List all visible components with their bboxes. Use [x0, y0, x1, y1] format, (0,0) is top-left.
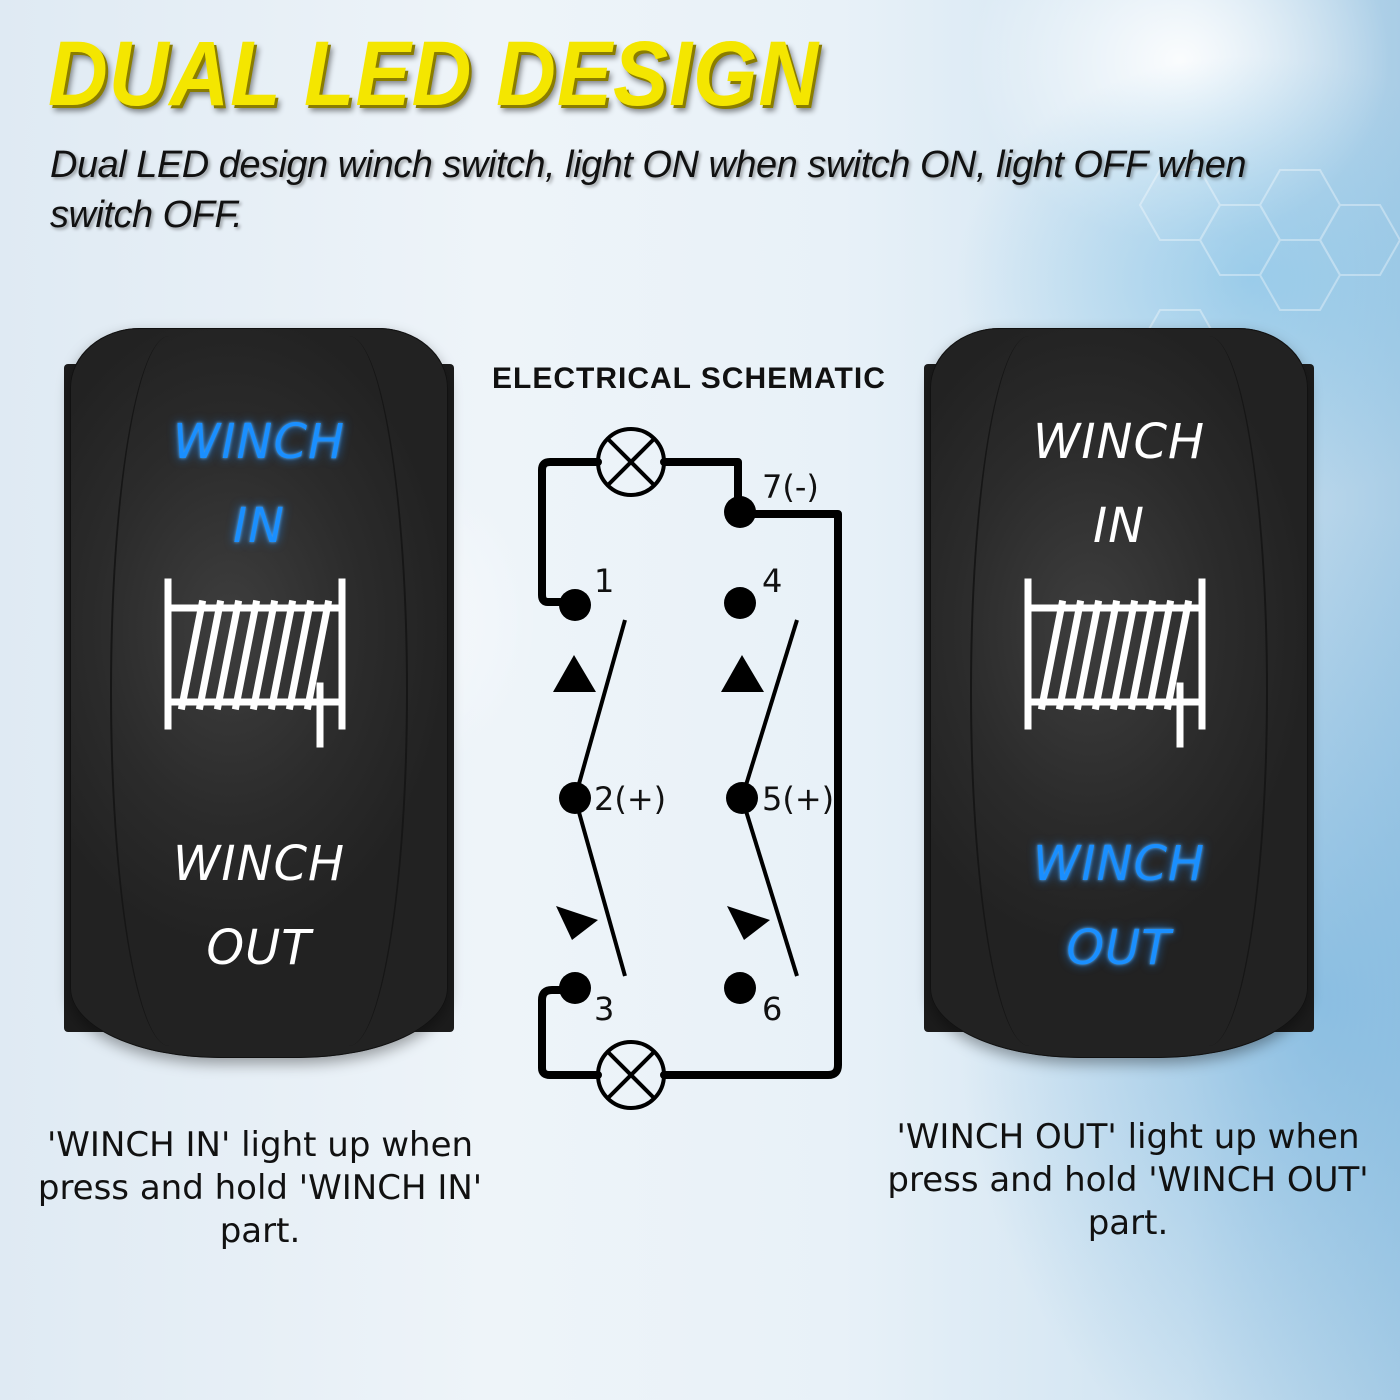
legend-out: OUT — [1066, 920, 1172, 976]
pin-label-2: 2(+) — [594, 780, 667, 818]
caption-winch-in: 'WINCH IN' light up when press and hold … — [37, 1125, 483, 1251]
schematic-title: ELECTRICAL SCHEMATIC — [492, 362, 886, 395]
up-arrow-icon — [553, 655, 596, 692]
pin-label-4: 4 — [762, 562, 783, 600]
pin-3 — [559, 972, 591, 1004]
rocker-switch-winch-out-lit: WINCH IN WINCH OUT — [924, 328, 1314, 1058]
page-subtitle: Dual LED design winch switch, light ON w… — [50, 144, 1247, 236]
down-arrow-icon — [727, 906, 770, 940]
pin-4 — [724, 587, 756, 619]
up-arrow-icon — [721, 655, 764, 692]
legend-winch-bottom: WINCH — [1032, 836, 1206, 892]
down-arrow-icon — [556, 906, 598, 940]
winch-drum-icon — [1024, 578, 1206, 748]
winch-drum-icon — [164, 578, 346, 748]
pin-label-3: 3 — [594, 990, 615, 1028]
pin-label-7: 7(-) — [762, 468, 819, 506]
legend-winch-bottom: WINCH — [172, 836, 346, 892]
pin-2 — [559, 782, 591, 814]
legend-in: IN — [1092, 498, 1146, 554]
pin-label-6: 6 — [762, 990, 783, 1028]
legend-out: OUT — [206, 920, 312, 976]
caption-winch-out: 'WINCH OUT' light up when press and hold… — [887, 1117, 1369, 1243]
switch-cap — [70, 328, 448, 1058]
rocker-switch-winch-in-lit: WINCH IN WINCH OUT — [64, 328, 454, 1058]
legend-in: IN — [232, 498, 286, 554]
legend-winch-top: WINCH — [172, 414, 346, 470]
pin-6 — [724, 972, 756, 1004]
pin-7 — [724, 496, 756, 528]
pin-1 — [559, 589, 591, 621]
electrical-schematic-diagram — [538, 427, 842, 1110]
legend-winch-top: WINCH — [1032, 414, 1206, 470]
page-title: DUAL LED DESIGN — [48, 23, 820, 125]
pin-5 — [726, 782, 758, 814]
pin-label-5: 5(+) — [762, 780, 835, 818]
pin-label-1: 1 — [594, 562, 615, 600]
